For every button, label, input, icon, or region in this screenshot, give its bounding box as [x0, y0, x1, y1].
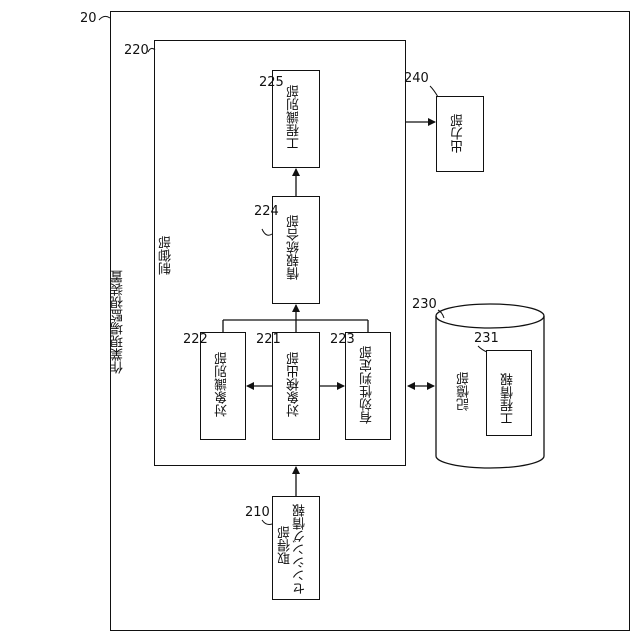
connection-arrows — [0, 0, 640, 640]
